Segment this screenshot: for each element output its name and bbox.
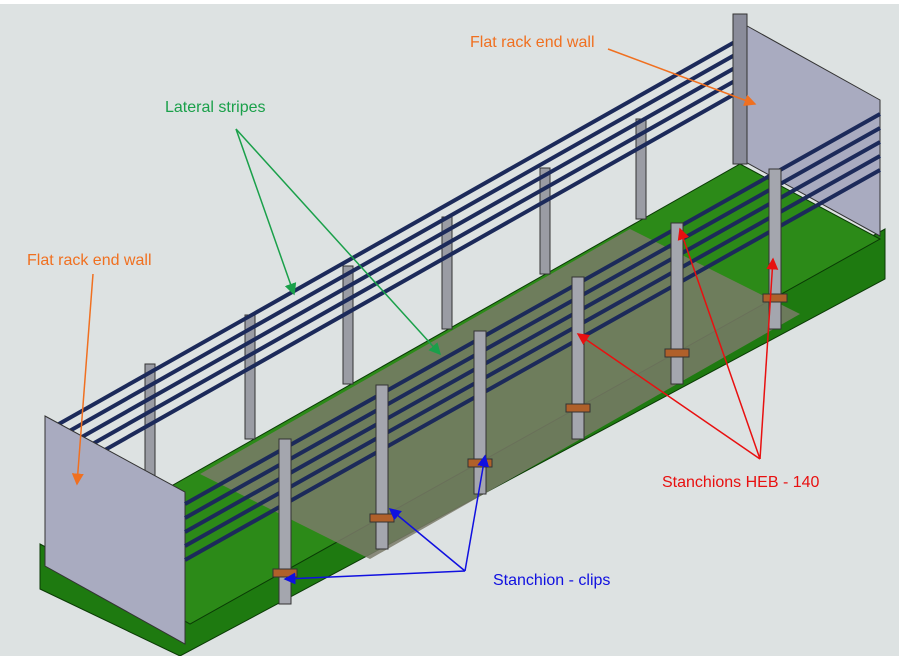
lateral-stripe [184, 112, 881, 506]
lateral-stripe [184, 168, 881, 562]
arrow-stanchion-2 [677, 227, 761, 460]
arrow-end-wall-left [71, 273, 94, 486]
lateral-stripe [49, 37, 741, 431]
flat-rack-drawing [39, 13, 886, 656]
arrow-clip-3 [464, 454, 490, 572]
arrow-stanchion-1 [576, 333, 761, 460]
front-stanchion [473, 330, 487, 495]
stanchion-clip [467, 458, 493, 468]
stanchion-clip [664, 348, 690, 358]
front-stanchion [768, 168, 782, 330]
right-wall-post [732, 13, 748, 165]
lateral-stripe [49, 76, 741, 470]
label-end-wall-left: Flat rack end wall [27, 252, 152, 269]
arrow-stripes-1 [235, 128, 297, 296]
front-lateral-stripes [184, 112, 881, 562]
label-stanchions: Stanchions HEB - 140 [662, 474, 820, 491]
stanchion-clip [565, 403, 591, 413]
lateral-stripe [49, 50, 741, 444]
arrow-end-wall-right [607, 48, 757, 106]
front-stanchion [278, 438, 292, 605]
back-stanchion [342, 265, 354, 385]
arrow-stanchion-3 [759, 257, 779, 460]
label-stanchion-clips: Stanchion - clips [493, 572, 611, 589]
front-stanchions [272, 168, 788, 605]
lateral-stripe [184, 154, 881, 548]
back-stanchion [539, 167, 551, 275]
left-end-wall [44, 415, 186, 645]
lateral-stripe [49, 89, 741, 483]
arrow-stripes-2 [235, 128, 442, 356]
stanchion-clip [369, 513, 395, 523]
lateral-stripe [49, 63, 741, 457]
stanchion-clip [272, 568, 298, 578]
label-lateral-stripes: Lateral stripes [165, 99, 266, 116]
stanchion-clip [762, 293, 788, 303]
back-lateral-stripes [49, 37, 741, 483]
front-stanchion [375, 384, 389, 550]
deck-boards [200, 229, 800, 559]
lateral-stripe [184, 140, 881, 534]
arrow-clip-2 [388, 508, 466, 572]
label-end-wall-right: Flat rack end wall [470, 34, 595, 51]
front-stanchion [670, 222, 684, 385]
front-stanchion [571, 276, 585, 440]
lateral-stripe [184, 126, 881, 520]
arrow-clip-1 [283, 570, 466, 585]
back-stanchion [244, 314, 256, 440]
